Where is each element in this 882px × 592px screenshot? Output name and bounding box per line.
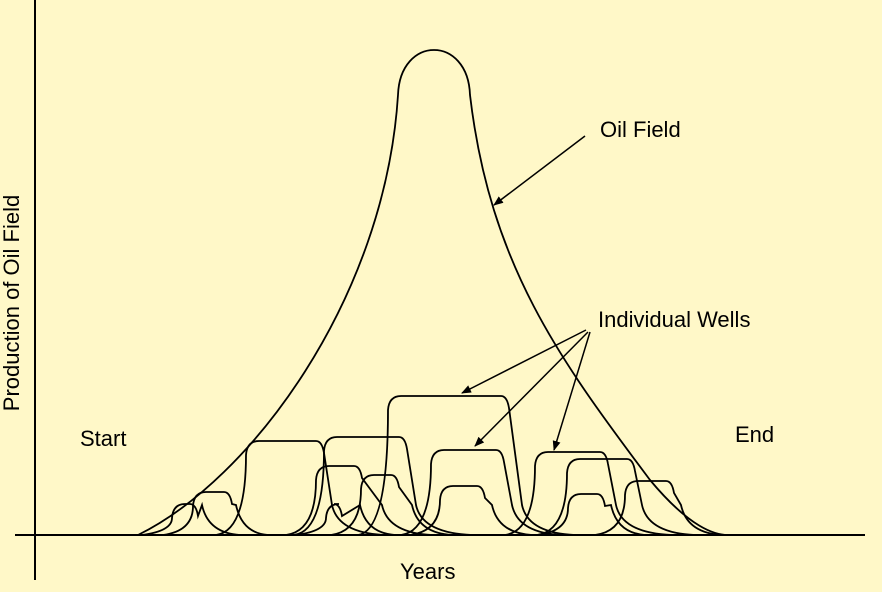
well-curve-6 (295, 503, 396, 536)
well-curve-7 (330, 474, 453, 536)
oil-field-curve (137, 49, 729, 536)
well-curve-12 (536, 458, 696, 536)
oil-field-label: Oil Field (600, 117, 681, 142)
start-label: Start (80, 426, 127, 451)
well-curve-11 (504, 451, 673, 536)
well-curve-1 (141, 501, 241, 536)
well-curve-10 (409, 485, 533, 536)
individual-wells-label: Individual Wells (598, 307, 751, 332)
arrow-oil-field (493, 135, 586, 206)
well-curve-9 (400, 449, 563, 536)
y-axis-label: Production of Oil Field (0, 194, 24, 412)
individual-wells-group (141, 395, 723, 536)
well-curve-14 (594, 480, 723, 536)
x-axis-label: Years (400, 559, 456, 584)
well-curve-13 (537, 493, 646, 536)
well-curve-2 (162, 491, 269, 536)
arrow-well-3 (552, 331, 591, 451)
well-curve-3 (215, 440, 386, 536)
arrow-well-1 (461, 329, 587, 394)
end-label: End (735, 422, 775, 447)
arrow-well-2 (474, 331, 589, 447)
well-curve-4 (285, 465, 433, 536)
well-curve-8 (357, 395, 576, 536)
